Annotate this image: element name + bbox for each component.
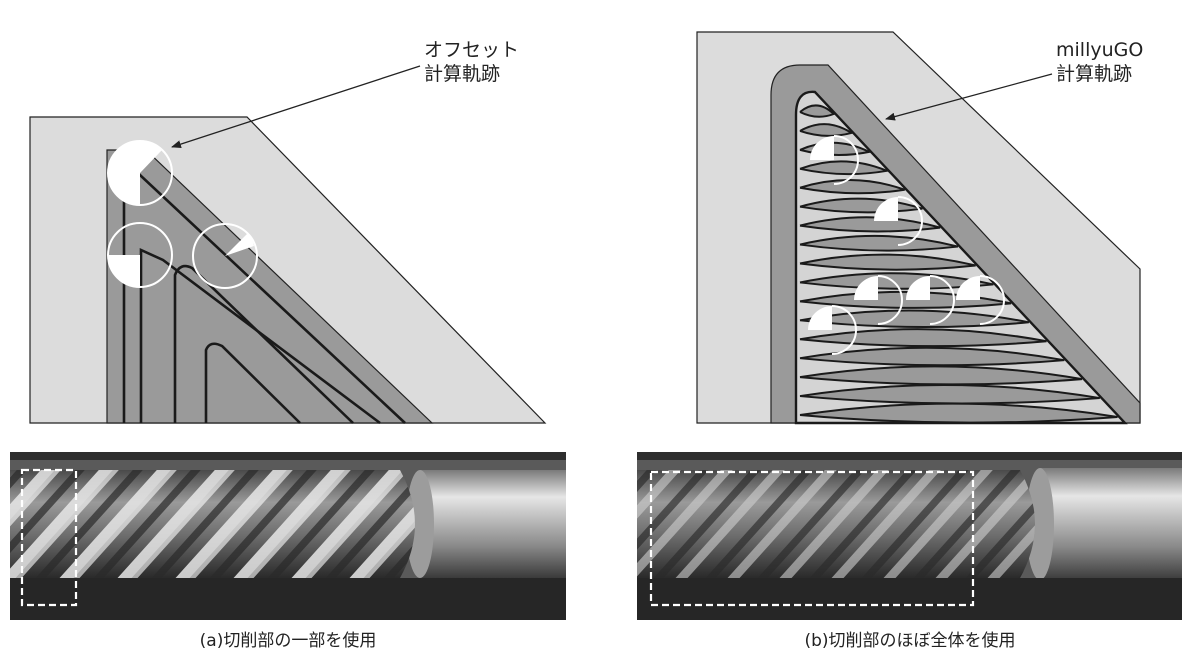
panel-b-diagram: millyuGO 計算軌跡	[696, 31, 1143, 425]
tool-circle	[107, 222, 173, 288]
tool-circle	[192, 223, 258, 289]
offset-toolpath-4	[204, 342, 301, 424]
panel-a-diagram: オフセット 計算軌跡	[29, 39, 547, 425]
tool-circle	[107, 140, 173, 206]
toolpath-loop	[799, 384, 1100, 405]
toolpath-loop	[799, 346, 1065, 367]
callout-label-line-2: 計算軌跡	[1056, 63, 1132, 85]
callout-label-line-1: millyuGO	[1056, 39, 1143, 61]
toolpath-loop	[799, 160, 891, 176]
callout-arrow	[885, 73, 1053, 121]
toolpath-loop	[799, 123, 854, 137]
tool-circle	[810, 135, 859, 185]
tool-circle	[808, 305, 857, 355]
caption-b: (b)切削部のほぼ全体を使用	[804, 630, 1015, 651]
toolpath-loop	[799, 179, 906, 195]
tool-circle	[906, 275, 955, 325]
end-mill-photo-b	[637, 452, 1182, 620]
callout-arrow	[171, 65, 421, 149]
toolpath-loop	[799, 328, 1047, 348]
toolpath-loop	[799, 234, 959, 252]
toolpath-loop	[799, 104, 836, 118]
tool-circle	[874, 196, 923, 246]
toolpath-loop	[799, 216, 941, 233]
trochoidal-toolpath	[799, 104, 1118, 424]
toolpath-loop	[799, 402, 1118, 424]
used-cutting-edge-box	[20, 468, 78, 607]
caption-a: (a)切削部の一部を使用	[200, 630, 377, 651]
toolpath-loop	[799, 365, 1083, 386]
used-cutting-edge-box	[649, 470, 975, 607]
callout-label-line-2: 計算軌跡	[424, 63, 500, 85]
tool-circle	[956, 275, 1005, 325]
callout-label-line-1: オフセット	[424, 39, 519, 61]
offset-toolpath-2	[139, 247, 381, 425]
toolpath-loop	[799, 309, 1030, 329]
tool-circle	[854, 275, 903, 325]
end-mill-photo-a	[10, 452, 566, 620]
toolpath-loop	[799, 253, 976, 271]
offset-toolpath-3	[173, 264, 354, 424]
